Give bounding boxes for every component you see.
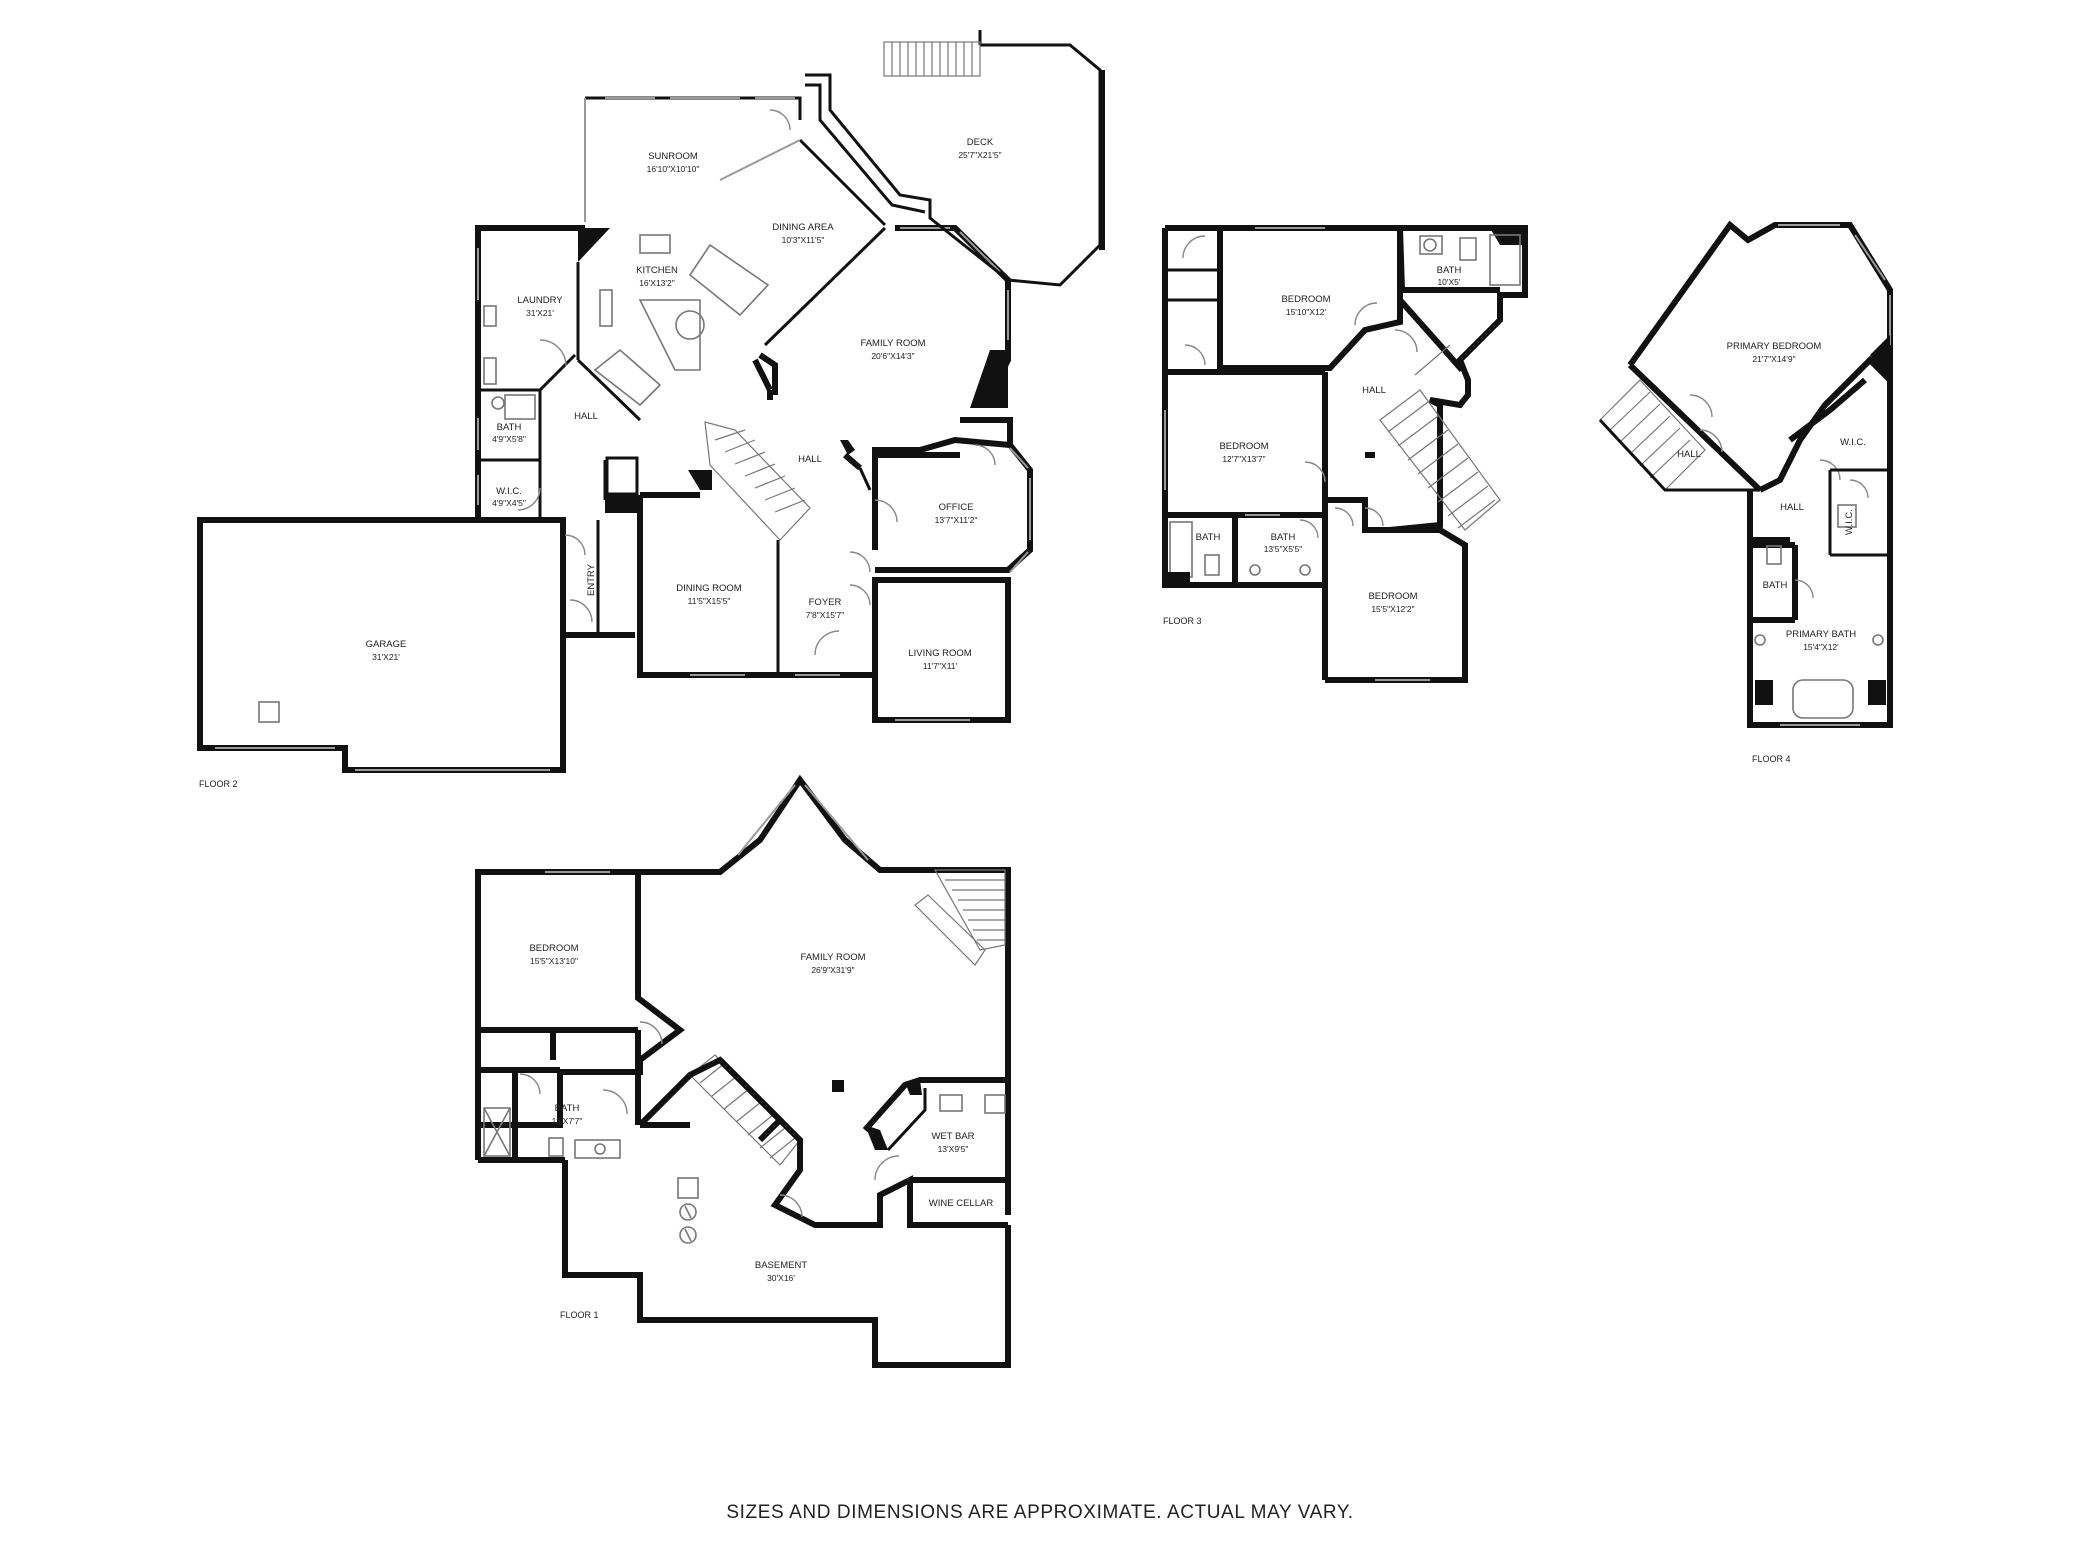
disclaimer-text: SIZES AND DIMENSIONS ARE APPROXIMATE. AC… [726, 1502, 1354, 1523]
room-name: BATH [1763, 580, 1788, 591]
room-name: HALL [1362, 385, 1386, 396]
room-dims: 30'X16' [767, 1273, 795, 1283]
room-dims: 10'X5' [1437, 277, 1460, 287]
room-name: BATH [1271, 532, 1296, 543]
floor-3-plan [1162, 225, 1528, 683]
floor-4-plan [1598, 220, 1893, 728]
room-name: W.I.C. [1844, 509, 1855, 535]
room-name: BEDROOM [1219, 441, 1268, 452]
room-name: WET BAR [931, 1131, 974, 1142]
room-dims: 13'X9'5" [938, 1144, 969, 1154]
floor-label: FLOOR 4 [1752, 754, 1791, 764]
room-dims: 13'X7'7" [552, 1116, 583, 1126]
room-dims: 4'9"X5'8" [492, 434, 526, 444]
room-dims: 11'5"X15'5" [688, 596, 731, 606]
floor-1-plan [475, 774, 1011, 1368]
room-name: BEDROOM [529, 943, 578, 954]
room-name: LAUNDRY [517, 295, 563, 306]
room-dims: 7'8"X15'7" [806, 610, 845, 620]
room-name: OFFICE [939, 502, 974, 513]
room-dims: 16'X13'2" [639, 278, 675, 288]
room-name: W.I.C. [496, 486, 522, 497]
floor-label: FLOOR 2 [199, 779, 238, 789]
room-name: PRIMARY BEDROOM [1727, 341, 1822, 352]
room-name: ENTRY [586, 563, 597, 596]
room-name: FOYER [809, 597, 842, 608]
floor-4-labels: PRIMARY BEDROOM 21'7"X14'9" HALL W.I.C. … [1677, 341, 1866, 764]
room-name: BATH [1437, 265, 1462, 276]
room-name: KITCHEN [636, 265, 678, 276]
room-name: SUNROOM [648, 151, 698, 162]
room-name: BEDROOM [1368, 591, 1417, 602]
room-name: BASEMENT [755, 1260, 807, 1271]
room-name: HALL [574, 411, 598, 422]
room-dims: 15'10"X12' [1286, 307, 1327, 317]
room-dims: 26'9"X31'9" [811, 965, 854, 975]
room-name: HALL [798, 454, 822, 465]
room-name: W.I.C. [1840, 437, 1866, 448]
room-dims: 4'9"X4'5" [492, 498, 526, 508]
floor-2-plan [197, 30, 1105, 773]
room-dims: 31'X21' [526, 308, 554, 318]
room-dims: 13'7"X11'2" [935, 515, 978, 525]
room-dims: 31'X21' [372, 652, 400, 662]
floor-label: FLOOR 1 [560, 1310, 599, 1320]
room-dims: 16'10"X10'10" [647, 164, 700, 174]
room-dims: 20'6"X14'3" [871, 351, 914, 361]
room-name: DECK [967, 137, 994, 148]
room-dims: 10'3"X11'5" [782, 235, 825, 245]
room-name: GARAGE [366, 639, 407, 650]
floor-2-labels: SUNROOM 16'10"X10'10" DECK 25'7"X21'5" D… [199, 137, 1002, 789]
room-name: HALL [1677, 449, 1701, 460]
room-name: BATH [1196, 532, 1221, 543]
room-dims: 15'5"X12'2" [1371, 604, 1414, 614]
room-name: WINE CELLAR [929, 1198, 994, 1209]
room-name: DINING ROOM [676, 583, 742, 594]
room-dims: 15'5"X13'10" [530, 956, 578, 966]
floor-1-labels: BEDROOM 15'5"X13'10" FAMILY ROOM 26'9"X3… [529, 943, 993, 1320]
floor-label: FLOOR 3 [1163, 616, 1202, 626]
room-dims: 13'5"X5'5" [1264, 544, 1303, 554]
room-name: BATH [497, 422, 522, 433]
room-name: BEDROOM [1281, 294, 1330, 305]
room-name: HALL [1780, 502, 1804, 513]
room-name: FAMILY ROOM [800, 952, 865, 963]
room-dims: 15'4"X12' [1803, 642, 1839, 652]
floor-3-labels: BEDROOM 15'10"X12' BATH 10'X5' HALL BEDR… [1163, 265, 1461, 626]
room-dims: 25'7"X21'5" [958, 150, 1001, 160]
room-name: PRIMARY BATH [1786, 629, 1856, 640]
room-name: LIVING ROOM [908, 648, 971, 659]
room-name: DINING AREA [772, 222, 834, 233]
room-dims: 11'7"X11' [923, 661, 958, 671]
room-name: FAMILY ROOM [860, 338, 925, 349]
room-dims: 12'7"X13'7" [1222, 454, 1265, 464]
room-dims: 21'7"X14'9" [1752, 354, 1795, 364]
room-name: BATH [555, 1103, 580, 1114]
